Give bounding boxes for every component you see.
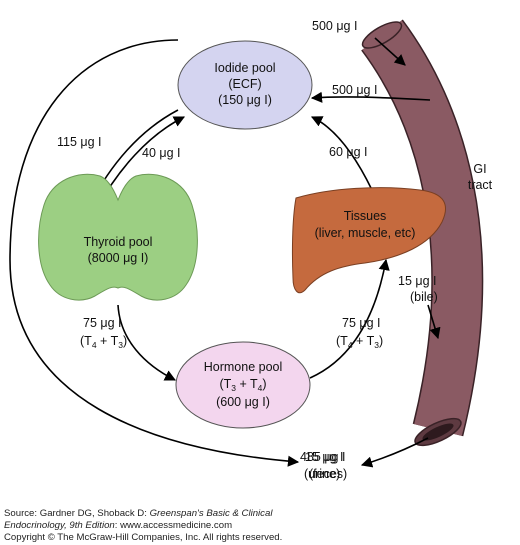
gi-intake-label: 500 μg I: [312, 19, 357, 33]
bile-amount-label: 15 μg I: [398, 274, 436, 288]
urine-amount-label: 485 μg I: [300, 450, 345, 464]
hormone-to-tissues-arrow: [309, 258, 390, 379]
tissues-title: Tissues: [344, 209, 387, 223]
iodide-pool-location: (ECF): [228, 77, 261, 91]
bile-arrow: [427, 304, 441, 340]
thyroid-to-hormone-arrow: [117, 304, 177, 381]
hormone-pool: Hormone pool (T3 + T4) (600 μg I): [175, 341, 311, 429]
tissues-pool: Tissues (liver, muscle, etc): [291, 187, 446, 294]
gi-tract-top-end: [361, 21, 403, 49]
tissues-examples: (liver, muscle, etc): [315, 226, 416, 240]
thyroid-pool: Thyroid pool (8000 μg I): [38, 173, 198, 301]
gi-to-iodide-arrow: [310, 91, 431, 103]
thyroid-pool-title: Thyroid pool: [84, 235, 153, 249]
footer-line-1: Source: Gardner DG, Shoback D: Greenspan…: [4, 508, 273, 519]
gi-to-iodide-label: 500 μg I: [332, 83, 377, 97]
bile-label: (bile): [410, 290, 438, 304]
iodide-pool: Iodide pool (ECF) (150 μg I): [177, 40, 313, 130]
hormone-pool-composition: (T3 + T4): [219, 377, 266, 393]
source-footer: Source: Gardner DG, Shoback D: Greenspan…: [4, 508, 282, 544]
hormone-to-tissues-amount: 75 μg I: [342, 316, 380, 330]
iodide-to-urine-arrow: [9, 39, 300, 467]
iodide-to-thyroid-label: 115 μg I: [57, 135, 102, 149]
gi-tract-label-1: GI: [473, 162, 486, 176]
tissues-to-iodide-label: 60 μg I: [329, 145, 367, 159]
footer-line-3: Copyright © The McGraw-Hill Companies, I…: [4, 532, 283, 543]
gi-tract-lumen: [422, 423, 454, 441]
gi-tract-label-2: tract: [468, 178, 493, 192]
liver-shape: [291, 187, 446, 294]
hormone-pool-title: Hormone pool: [204, 360, 283, 374]
hormone-pool-amount: (600 μg I): [216, 395, 270, 409]
thyroid-to-hormone-amount: 75 μg I: [83, 316, 121, 330]
gi-tract-body: [362, 20, 482, 436]
hormone-to-tissues-composition: (T4 + T3): [336, 334, 383, 350]
urine-label: (urine): [304, 467, 340, 481]
thyroid-to-hormone-composition: (T4 + T3): [80, 334, 127, 350]
thyroid-to-iodide-label: 40 μg I: [142, 146, 180, 160]
feces-arrow: [360, 437, 429, 468]
gi-intake-arrow: [374, 37, 406, 66]
iodide-pool-amount: (150 μg I): [218, 93, 272, 107]
thyroid-gland-shape: [38, 173, 198, 301]
iodide-pool-title: Iodide pool: [214, 61, 275, 75]
footer-line-2: Endocrinology, 9th Edition: www.accessme…: [4, 520, 233, 531]
thyroid-pool-amount: (8000 μg I): [88, 251, 149, 265]
tissues-to-iodide-arrow: [310, 116, 373, 191]
